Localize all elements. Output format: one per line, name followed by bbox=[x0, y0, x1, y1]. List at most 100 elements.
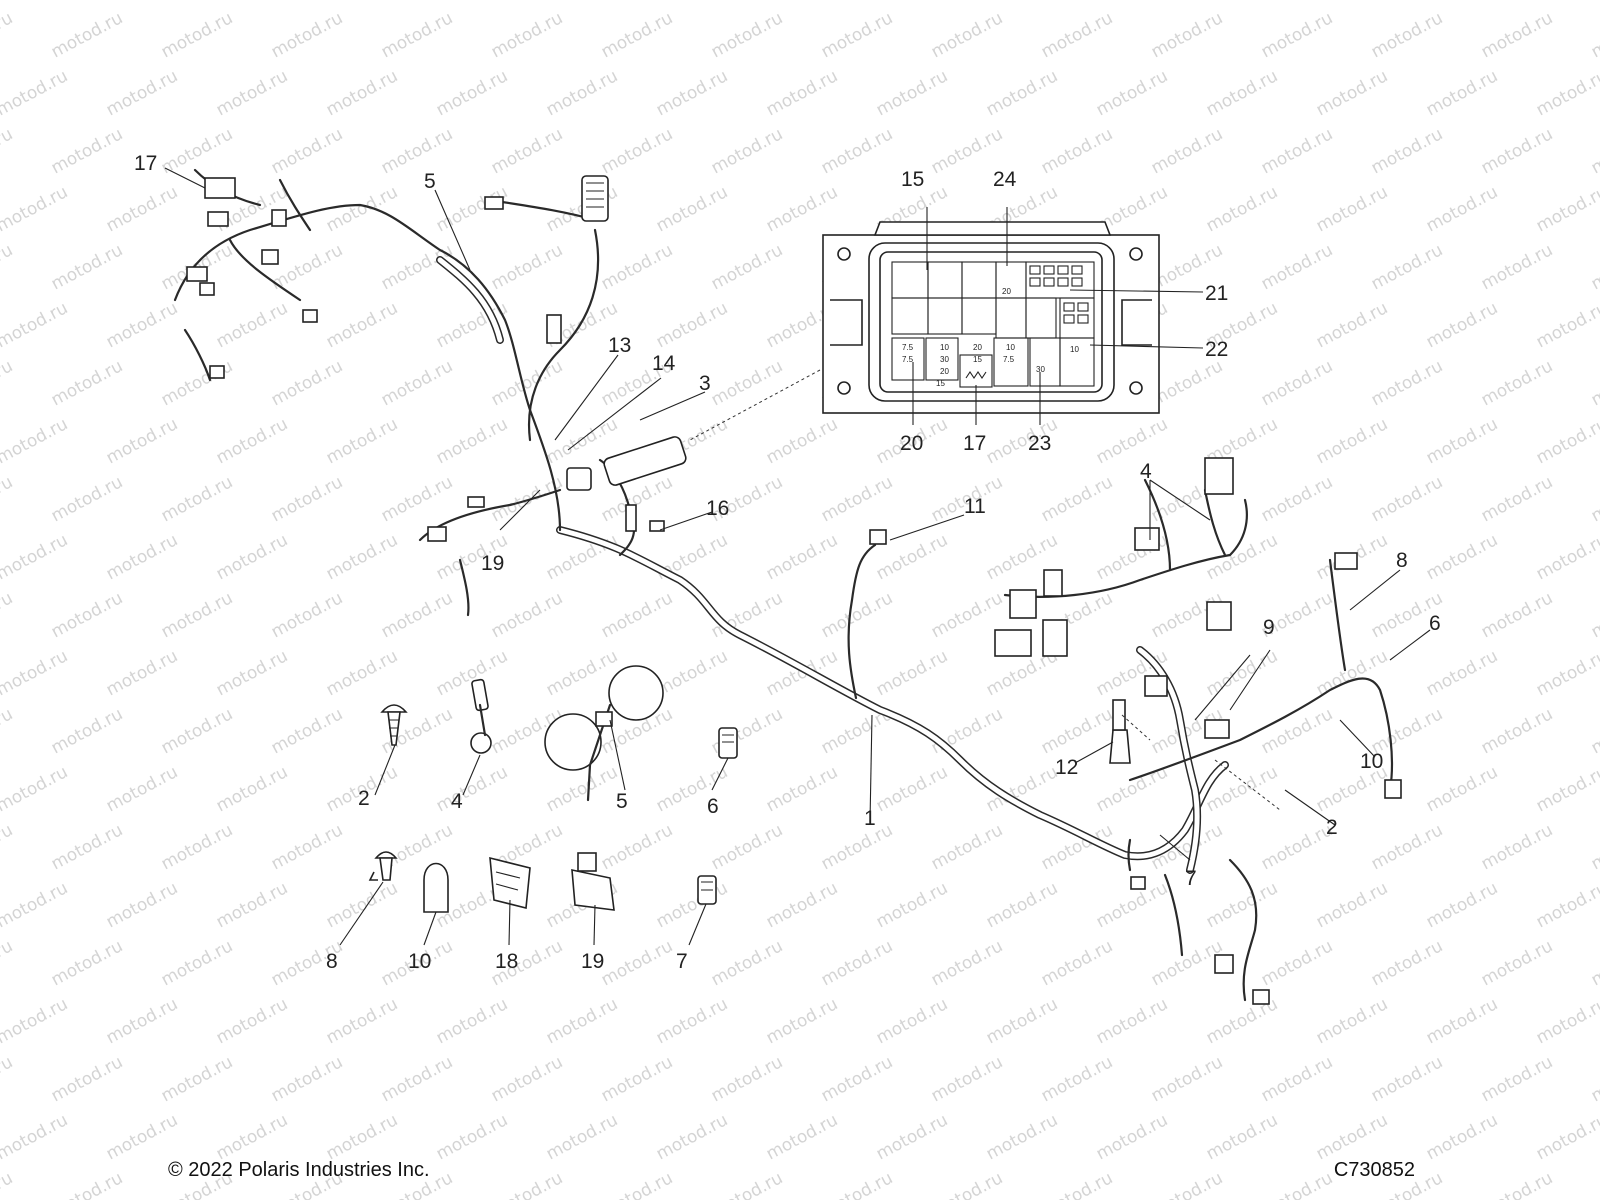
watermark-text: motod.ru bbox=[708, 124, 786, 178]
watermark-text: motod.ru bbox=[1258, 472, 1336, 526]
callout-18: 18 bbox=[495, 950, 518, 973]
watermark-text: motod.ru bbox=[1588, 704, 1600, 758]
watermark-text: motod.ru bbox=[0, 240, 16, 294]
watermark-text: motod.ru bbox=[1313, 994, 1391, 1048]
callout-21: 21 bbox=[1205, 282, 1228, 305]
watermark-text: motod.ru bbox=[213, 994, 291, 1048]
watermark-text: motod.ru bbox=[378, 472, 456, 526]
callout-3: 3 bbox=[699, 372, 711, 395]
callout-19: 19 bbox=[481, 552, 504, 575]
fuse-label: 20 bbox=[973, 343, 982, 352]
watermark-text: motod.ru bbox=[268, 588, 346, 642]
watermark-text: motod.ru bbox=[323, 878, 401, 932]
watermark-text: motod.ru bbox=[1313, 298, 1391, 352]
watermark-text: motod.ru bbox=[1478, 8, 1556, 62]
fuse-label: 30 bbox=[940, 355, 949, 364]
watermark-text: motod.ru bbox=[1478, 356, 1556, 410]
watermark-text: motod.ru bbox=[1038, 704, 1116, 758]
watermark-text: motod.ru bbox=[1588, 936, 1600, 990]
watermark-text: motod.ru bbox=[268, 820, 346, 874]
watermark-text: motod.ru bbox=[488, 1052, 566, 1106]
watermark-text: motod.ru bbox=[1588, 240, 1600, 294]
main-harness bbox=[173, 168, 1394, 1002]
watermark-text: motod.ru bbox=[0, 820, 16, 874]
watermark-text: motod.ru bbox=[1423, 298, 1501, 352]
watermark-text: motod.ru bbox=[708, 356, 786, 410]
watermark-text: motod.ru bbox=[158, 820, 236, 874]
watermark-text: motod.ru bbox=[433, 994, 511, 1048]
watermark-text: motod.ru bbox=[1478, 588, 1556, 642]
watermark-text: motod.ru bbox=[763, 994, 841, 1048]
watermark-text: motod.ru bbox=[103, 298, 181, 352]
watermark-text: motod.ru bbox=[268, 1052, 346, 1106]
watermark-text: motod.ru bbox=[1203, 66, 1281, 120]
watermark-text: motod.ru bbox=[983, 994, 1061, 1048]
watermark-text: motod.ru bbox=[103, 762, 181, 816]
watermark-text: motod.ru bbox=[1478, 1168, 1556, 1200]
watermark-text: motod.ru bbox=[103, 530, 181, 584]
callout-6: 6 bbox=[707, 795, 719, 818]
watermark-text: motod.ru bbox=[1478, 704, 1556, 758]
watermark-text: motod.ru bbox=[928, 704, 1006, 758]
callout-20: 20 bbox=[900, 432, 923, 455]
watermark-text: motod.ru bbox=[818, 936, 896, 990]
watermark-text: motod.ru bbox=[543, 1110, 621, 1164]
callout-5: 5 bbox=[424, 170, 436, 193]
fuse-label: 30 bbox=[1036, 365, 1045, 374]
watermark-text: motod.ru bbox=[763, 1110, 841, 1164]
watermark-text: motod.ru bbox=[0, 356, 16, 410]
watermark-text: motod.ru bbox=[1368, 1052, 1446, 1106]
watermark-text: motod.ru bbox=[598, 820, 676, 874]
watermark-text: motod.ru bbox=[48, 936, 126, 990]
watermark-text: motod.ru bbox=[0, 762, 71, 816]
watermark-text: motod.ru bbox=[818, 8, 896, 62]
watermark-text: motod.ru bbox=[378, 124, 456, 178]
watermark-text: motod.ru bbox=[0, 182, 71, 236]
callout-2: 2 bbox=[358, 787, 370, 810]
watermark-text: motod.ru bbox=[763, 182, 841, 236]
watermark-text: motod.ru bbox=[1203, 878, 1281, 932]
watermark-text: motod.ru bbox=[1368, 124, 1446, 178]
callout-7: 7 bbox=[1185, 867, 1197, 890]
watermark-text: motod.ru bbox=[488, 124, 566, 178]
watermark-text: motod.ru bbox=[1533, 1110, 1600, 1164]
watermark-text: motod.ru bbox=[0, 878, 71, 932]
watermark-text: motod.ru bbox=[1148, 1168, 1226, 1200]
watermark-text: motod.ru bbox=[598, 240, 676, 294]
callout-22: 22 bbox=[1205, 338, 1228, 361]
fuse-label: 7.5 bbox=[902, 355, 914, 364]
watermark-text: motod.ru bbox=[1313, 66, 1391, 120]
watermark-text: motod.ru bbox=[1093, 1110, 1171, 1164]
callout-10: 10 bbox=[408, 950, 431, 973]
watermark-text: motod.ru bbox=[268, 124, 346, 178]
callout-11: 11 bbox=[964, 495, 986, 518]
watermark-text: motod.ru bbox=[708, 8, 786, 62]
watermark-text: motod.ru bbox=[323, 182, 401, 236]
watermark-text: motod.ru bbox=[1533, 66, 1600, 120]
watermark-text: motod.ru bbox=[103, 0, 181, 4]
watermark-text: motod.ru bbox=[213, 298, 291, 352]
watermark-text: motod.ru bbox=[763, 66, 841, 120]
watermark-text: motod.ru bbox=[653, 182, 731, 236]
fuse-label: 20 bbox=[940, 367, 949, 376]
watermark-text: motod.ru bbox=[433, 0, 511, 4]
watermark-text: motod.ru bbox=[598, 8, 676, 62]
callout-19: 19 bbox=[581, 950, 604, 973]
watermark-text: motod.ru bbox=[928, 820, 1006, 874]
fuse-label: 10 bbox=[1006, 343, 1015, 352]
watermark-text: motod.ru bbox=[983, 878, 1061, 932]
watermark-text: motod.ru bbox=[213, 530, 291, 584]
callout-23: 23 bbox=[1028, 432, 1051, 455]
watermark-text: motod.ru bbox=[653, 646, 731, 700]
watermark-text: motod.ru bbox=[1038, 124, 1116, 178]
watermark-text: motod.ru bbox=[488, 588, 566, 642]
watermark-text: motod.ru bbox=[0, 704, 16, 758]
watermark-text: motod.ru bbox=[708, 1052, 786, 1106]
watermark-text: motod.ru bbox=[873, 762, 951, 816]
watermark-text: motod.ru bbox=[488, 1168, 566, 1200]
watermark-text: motod.ru bbox=[1533, 0, 1600, 4]
leader-lines bbox=[164, 167, 1431, 946]
callout-15: 15 bbox=[901, 168, 924, 191]
watermark-text: motod.ru bbox=[1423, 878, 1501, 932]
